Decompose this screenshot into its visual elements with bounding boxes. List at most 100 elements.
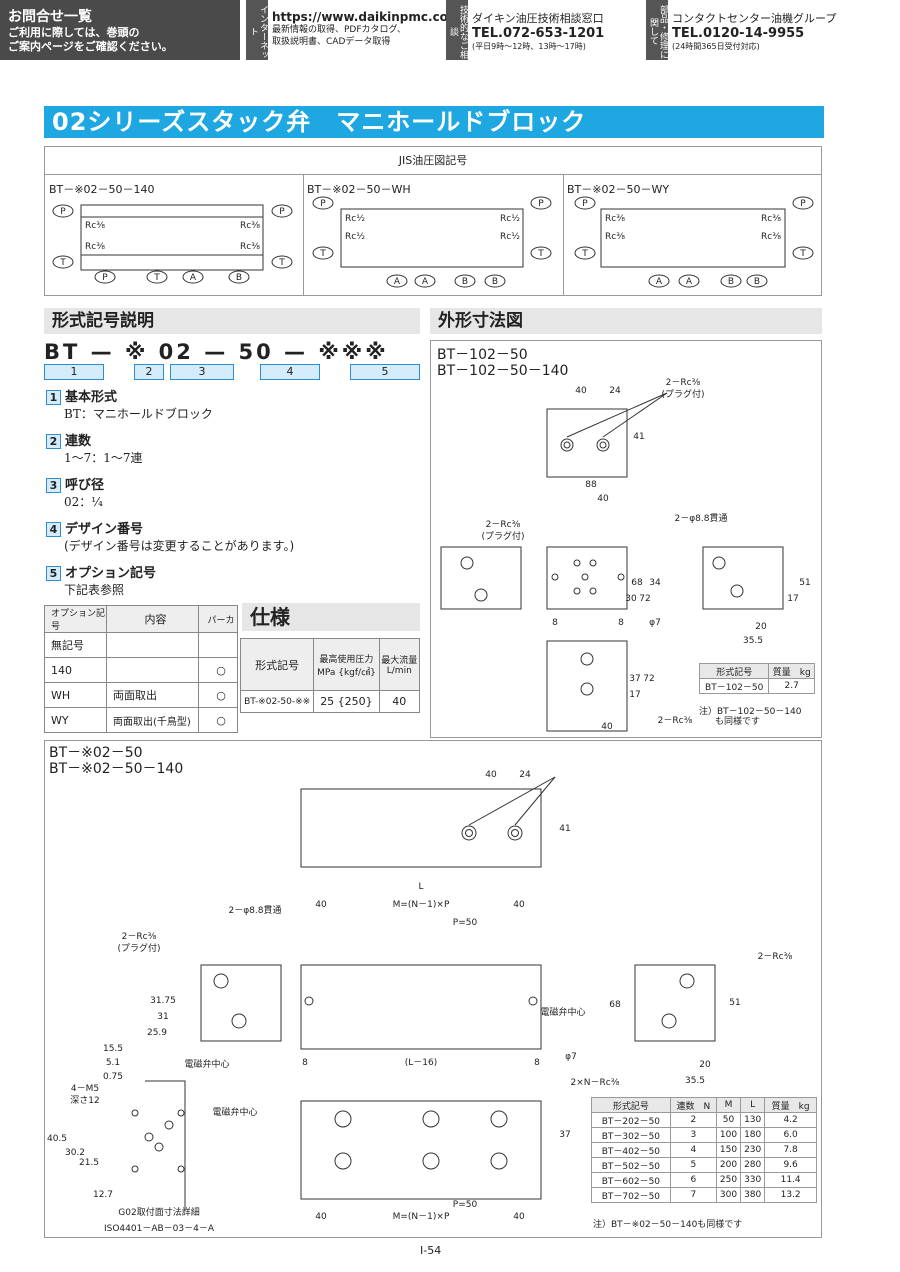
svg-text:Rc½: Rc½ — [500, 214, 520, 224]
svg-text:T: T — [319, 249, 326, 259]
svg-text:A: A — [394, 277, 401, 287]
svg-text:15.5: 15.5 — [103, 1044, 123, 1054]
svg-text:24: 24 — [519, 770, 531, 780]
svg-text:40: 40 — [575, 386, 587, 396]
svg-text:Rc⅜: Rc⅜ — [761, 232, 781, 242]
svg-text:37: 37 — [629, 674, 640, 684]
svg-text:(プラグ付): (プラグ付) — [481, 530, 524, 542]
model-code: BT — ※ 02 — 50 — ※※※ — [44, 340, 389, 364]
svg-text:30.2: 30.2 — [65, 1148, 85, 1158]
svg-text:30: 30 — [625, 594, 637, 604]
svg-text:68: 68 — [609, 1000, 621, 1010]
svg-text:電磁弁中心: 電磁弁中心 — [212, 1106, 257, 1118]
svg-text:T: T — [537, 249, 544, 259]
code-part-1: 1 — [44, 364, 104, 380]
svg-text:P: P — [279, 207, 285, 217]
svg-text:2－Rc⅜: 2－Rc⅜ — [122, 932, 157, 942]
item-title: 連数 — [65, 434, 92, 449]
svg-text:20: 20 — [755, 622, 767, 632]
svg-text:20: 20 — [699, 1060, 711, 1070]
tech-label: 技術的なご相談 — [446, 0, 468, 60]
svg-text:(プラグ付): (プラグ付) — [117, 942, 160, 954]
svg-text:40: 40 — [513, 1212, 525, 1222]
svg-text:A: A — [656, 277, 663, 287]
svg-text:40: 40 — [315, 1212, 327, 1222]
contact-title: お問合せ一覧 — [8, 9, 92, 25]
svg-text:35.5: 35.5 — [685, 1076, 705, 1086]
internet-label: インターネット — [246, 0, 268, 60]
parts-label: 部品・修理に関して — [646, 0, 668, 60]
svg-text:2－Rc⅜: 2－Rc⅜ — [486, 520, 521, 530]
url-desc: 最新情報の取得、PDFカタログ、 — [272, 25, 406, 35]
svg-text:A: A — [190, 273, 197, 283]
svg-text:G02取付面寸法詳細: G02取付面寸法詳細 — [118, 1206, 199, 1218]
model-heading: 形式記号説明 — [44, 308, 420, 334]
svg-text:T: T — [59, 258, 66, 268]
svg-text:2－φ8.8貫通: 2－φ8.8貫通 — [675, 513, 728, 524]
item-title: 基本形式 — [65, 390, 118, 405]
contact-block: お問合せ一覧 ご利用に際しては、巻頭の ご案内ページをご確認ください。 — [0, 0, 240, 60]
svg-text:P: P — [582, 199, 588, 209]
svg-text:88: 88 — [585, 480, 597, 490]
item-text: 1～7：1～7連 — [64, 451, 143, 465]
svg-text:68: 68 — [631, 578, 643, 588]
svg-text:31: 31 — [157, 1012, 168, 1022]
svg-text:B: B — [754, 277, 760, 287]
svg-text:L: L — [418, 882, 423, 892]
jis-diagram-title: BT－※02－50－140 — [49, 183, 155, 196]
tech-name: ダイキン油圧技術相談窓口 — [472, 12, 604, 25]
url-desc: 取扱説明書、CADデータ取得 — [272, 37, 391, 47]
svg-text:0.75: 0.75 — [103, 1072, 123, 1082]
svg-text:Rc½: Rc½ — [345, 232, 365, 242]
table-row: 無記号 — [44, 632, 238, 658]
multi-model: BT－※02－50－140 — [49, 761, 184, 777]
svg-text:Rc⅜: Rc⅜ — [605, 214, 625, 224]
item-text: 02：¼ — [64, 495, 103, 509]
svg-text:ISO4401－AB－03－4－A: ISO4401－AB－03－4－A — [104, 1224, 215, 1234]
svg-text:Rc⅜: Rc⅜ — [85, 221, 105, 231]
item-text: (デザイン番号は変更することがあります。) — [64, 539, 295, 553]
svg-text:(プラグ付): (プラグ付) — [661, 388, 704, 400]
svg-text:P: P — [60, 207, 66, 217]
svg-text:2－Rc⅜: 2－Rc⅜ — [758, 952, 793, 962]
svg-text:P: P — [800, 199, 806, 209]
contact-note: ご利用に際しては、巻頭の — [8, 26, 140, 39]
url-link[interactable]: https://www.daikinpmc.com — [272, 10, 461, 24]
svg-text:A: A — [686, 277, 693, 287]
svg-text:4－M5: 4－M5 — [71, 1084, 99, 1094]
svg-text:8: 8 — [552, 618, 558, 628]
item-text: 下記表参照 — [64, 583, 125, 597]
svg-text:41: 41 — [559, 824, 570, 834]
code-part-3: 3 — [170, 364, 234, 380]
svg-text:電磁弁中心: 電磁弁中心 — [540, 1006, 585, 1018]
svg-text:40: 40 — [601, 722, 613, 732]
outline-model: BT－102－50－140 — [437, 363, 569, 379]
svg-text:21.5: 21.5 — [79, 1158, 99, 1168]
svg-text:M=(N－1)×P: M=(N－1)×P — [393, 900, 450, 910]
svg-text:8: 8 — [534, 1058, 540, 1068]
code-part-5: 5 — [350, 364, 420, 380]
svg-text:Rc⅜: Rc⅜ — [240, 242, 260, 252]
svg-text:24: 24 — [609, 386, 621, 396]
code-part-4: 4 — [260, 364, 320, 380]
multi-station-panel: BT－※02－50 BT－※02－50－140 40 24 BT－※02－50 … — [44, 740, 822, 1238]
svg-text:17: 17 — [787, 594, 798, 604]
svg-text:25.9: 25.9 — [147, 1028, 167, 1038]
svg-text:Rc⅜: Rc⅜ — [761, 214, 781, 224]
svg-text:2×N－Rc⅜: 2×N－Rc⅜ — [571, 1078, 620, 1088]
parts-name: コンタクトセンター油機グループ — [672, 12, 837, 25]
svg-text:M=(N－1)×P: M=(N－1)×P — [393, 1212, 450, 1222]
multi-station-drawing: 40 24 BT－※02－50 41 L 40 M=(N－1)×P 40 P=5… — [47, 770, 793, 1234]
svg-text:P: P — [102, 273, 108, 283]
